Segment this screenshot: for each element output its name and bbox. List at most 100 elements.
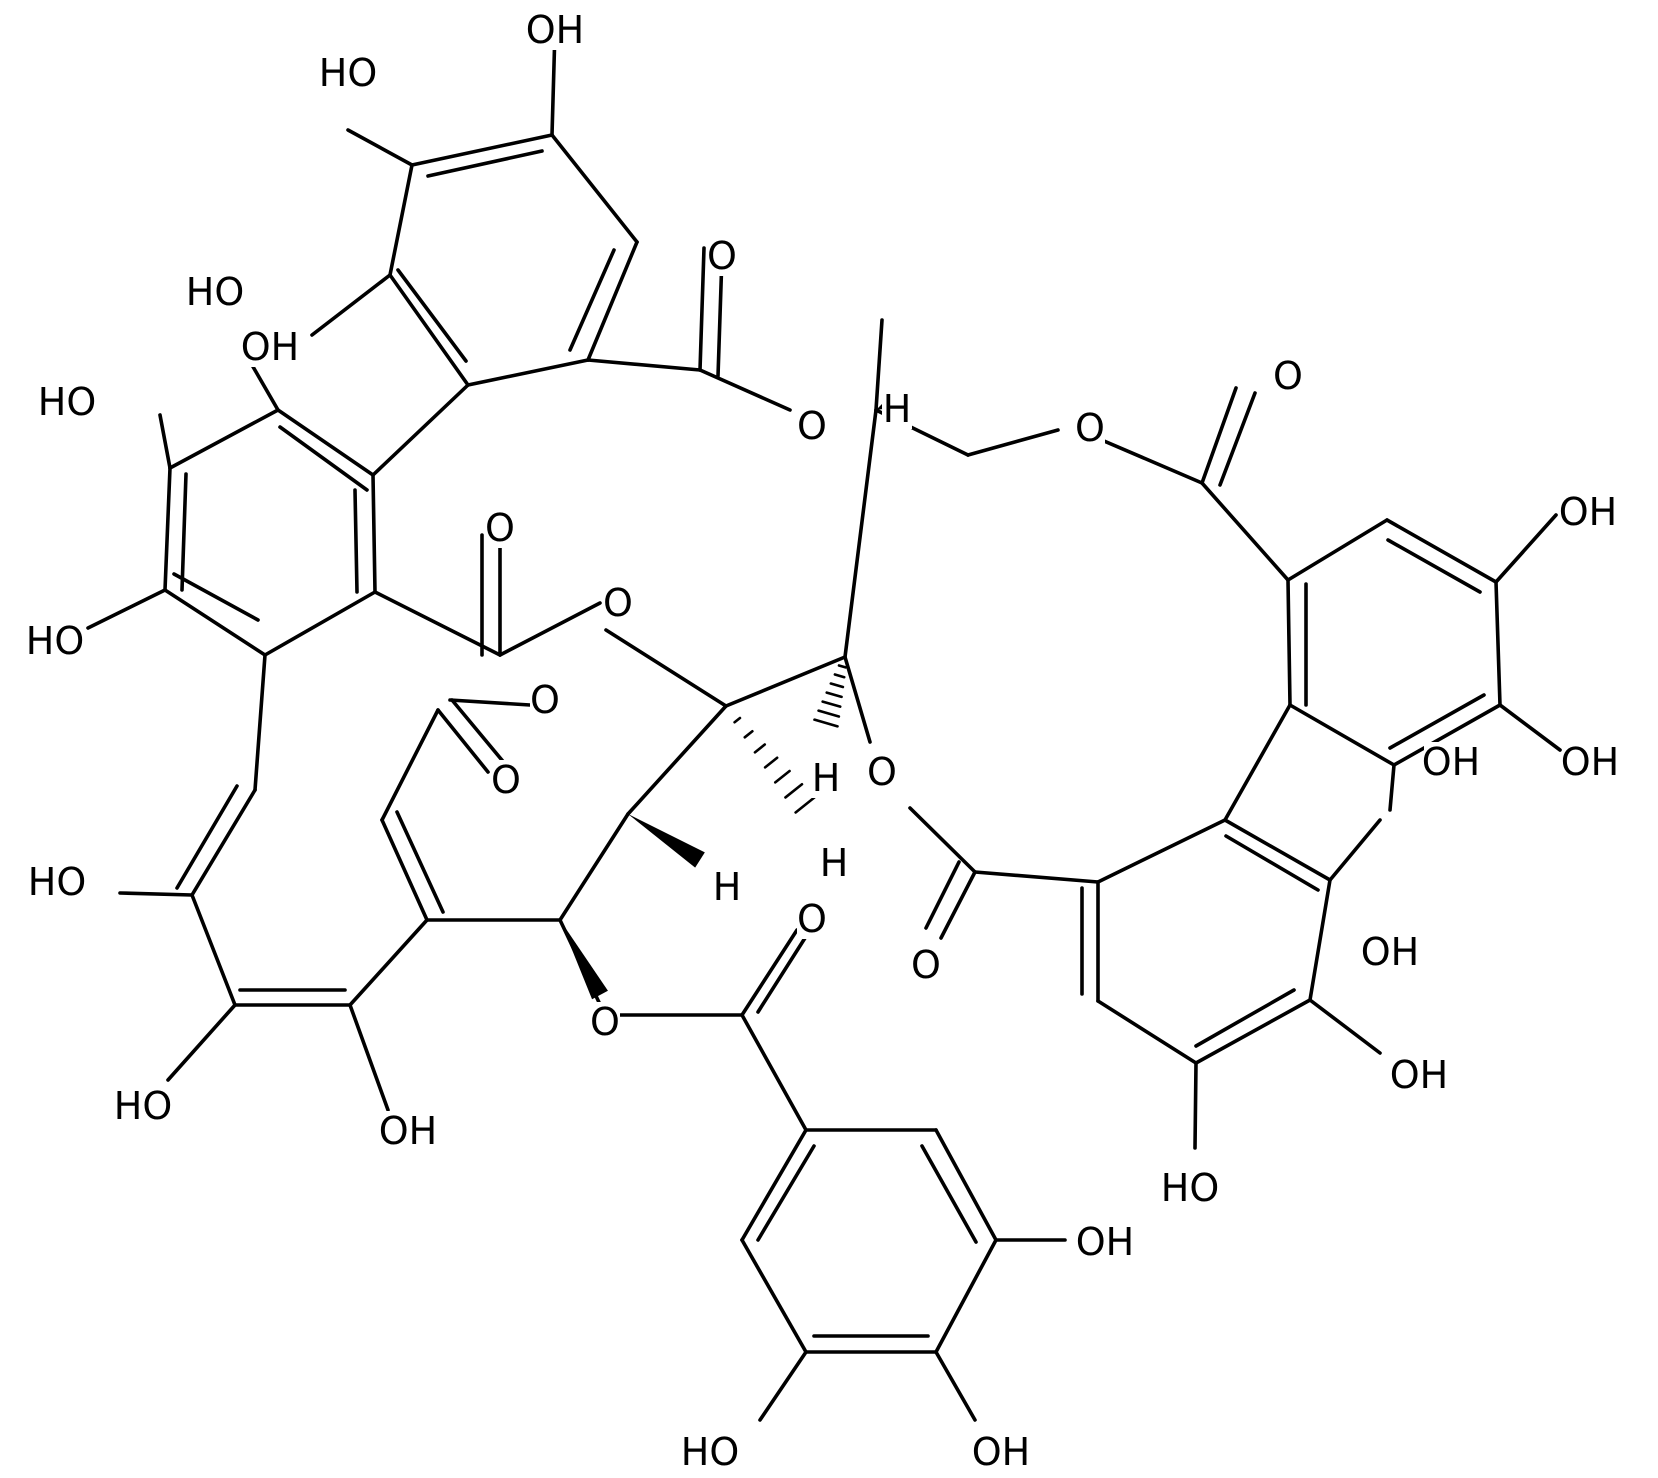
atom-label-backdrop bbox=[530, 680, 560, 720]
bond-54 bbox=[1386, 538, 1482, 594]
bond-56 bbox=[1494, 580, 1502, 707]
bond-83 bbox=[118, 891, 194, 897]
bond-31 bbox=[373, 590, 502, 657]
hydrogen-atom-2: H bbox=[811, 756, 841, 800]
bond-6 bbox=[586, 240, 639, 362]
ester-oxygen-6: O bbox=[590, 1000, 620, 1044]
hash-stroke bbox=[794, 796, 816, 814]
bond-4 bbox=[426, 149, 544, 178]
bond-61 bbox=[1286, 578, 1292, 707]
bond-80 bbox=[924, 860, 961, 930]
hydroxyl-group-8: HO bbox=[114, 1084, 172, 1128]
atom-label-text: O bbox=[603, 581, 633, 625]
atom-label-backdrop bbox=[867, 752, 897, 792]
stereo-hash-bond-1 bbox=[733, 716, 816, 814]
atom-label-backdrop bbox=[1563, 742, 1617, 782]
hash-stroke bbox=[829, 682, 845, 689]
atom-label-backdrop bbox=[485, 508, 515, 548]
bond-35 bbox=[604, 628, 728, 708]
bond-39 bbox=[380, 708, 440, 822]
bond-19 bbox=[278, 425, 369, 492]
atom-label-backdrop bbox=[1075, 408, 1105, 448]
ester-oxygen-4: O bbox=[530, 678, 560, 722]
bond-41 bbox=[626, 704, 728, 816]
bond-77 bbox=[973, 870, 1100, 884]
bond-89 bbox=[348, 918, 429, 1007]
atom-label-text: OH bbox=[1561, 740, 1619, 784]
atom-label-backdrop bbox=[1273, 356, 1303, 396]
bond-52 bbox=[1286, 518, 1389, 582]
atom-label-backdrop bbox=[590, 1002, 620, 1042]
hash-stroke bbox=[825, 691, 843, 699]
hydroxyl-group-15: OH bbox=[1561, 740, 1619, 784]
atom-label-backdrop bbox=[528, 10, 582, 50]
bond-30 bbox=[353, 488, 359, 594]
bond-15 bbox=[698, 246, 706, 372]
bond-81 bbox=[190, 788, 257, 897]
hydrogen-atom-3: H bbox=[819, 841, 849, 885]
atom-label-text: OH bbox=[1559, 490, 1617, 534]
hydroxyl-group-17: OH bbox=[1390, 1053, 1448, 1097]
bond-51 bbox=[843, 655, 872, 744]
hash-stroke bbox=[743, 729, 754, 739]
bond-20 bbox=[250, 363, 280, 412]
atom-label-text: H bbox=[820, 841, 849, 885]
atom-label-backdrop bbox=[1561, 492, 1615, 532]
bond-71 bbox=[1308, 998, 1382, 1055]
atom-label-backdrop bbox=[491, 760, 521, 800]
bond-8 bbox=[466, 358, 590, 387]
atom-label-backdrop bbox=[116, 1086, 170, 1126]
hydroxyl-group-9: OH bbox=[379, 1109, 437, 1153]
ester-oxygen-2: O bbox=[1075, 406, 1105, 450]
atom-label-backdrop bbox=[321, 53, 375, 93]
bond-66 bbox=[1224, 834, 1320, 892]
atom-label-text: OH bbox=[972, 1430, 1030, 1474]
bond-14 bbox=[586, 358, 702, 372]
bond-109 bbox=[740, 1128, 808, 1242]
bond-88 bbox=[348, 1003, 390, 1112]
carbonyl-oxygen-4: O bbox=[491, 758, 521, 802]
atom-label-text: OH bbox=[1076, 1220, 1134, 1264]
hash-stroke bbox=[753, 743, 767, 754]
bond-107 bbox=[740, 1238, 808, 1354]
carbonyl-oxygen-3: O bbox=[485, 506, 515, 550]
bond-29 bbox=[371, 473, 377, 594]
bond-78 bbox=[908, 806, 977, 874]
bond-37 bbox=[436, 708, 490, 774]
atom-label-text: O bbox=[1273, 354, 1303, 398]
bond-53 bbox=[1385, 518, 1498, 584]
atom-label-backdrop bbox=[1163, 1168, 1217, 1208]
atom-label-backdrop bbox=[882, 389, 912, 429]
atom-label-text: O bbox=[491, 758, 521, 802]
hydroxyl-group-13: OH bbox=[1559, 490, 1617, 534]
hash-stroke bbox=[813, 718, 839, 728]
hash-stroke bbox=[784, 782, 804, 799]
atom-label-text: O bbox=[707, 234, 737, 278]
hash-stroke bbox=[837, 664, 847, 669]
bond-layer bbox=[86, 28, 1562, 1422]
carbonyl-oxygen-6: O bbox=[797, 897, 827, 941]
atom-label-text: HO bbox=[26, 619, 84, 663]
atom-label-backdrop bbox=[712, 867, 742, 907]
atom-label-backdrop bbox=[811, 758, 841, 798]
bond-2 bbox=[346, 128, 414, 167]
bond-110 bbox=[756, 1144, 816, 1242]
ester-oxygen-3: O bbox=[603, 581, 633, 625]
atom-label-text: O bbox=[1075, 406, 1105, 450]
bond-5 bbox=[550, 133, 639, 244]
stereo-wedge-bond-2 bbox=[628, 814, 705, 868]
atom-label-backdrop bbox=[243, 327, 297, 367]
bond-72 bbox=[1193, 1061, 1198, 1150]
atom-label-backdrop bbox=[707, 236, 737, 276]
atom-label-text: H bbox=[883, 387, 912, 431]
bond-49 bbox=[1218, 391, 1257, 487]
atom-label-text: HO bbox=[681, 1430, 739, 1474]
bond-73 bbox=[1096, 999, 1198, 1065]
atom-label-backdrop bbox=[797, 406, 827, 446]
hydroxyl-group-12: OH bbox=[972, 1430, 1030, 1474]
hydroxyl-group-16: OH bbox=[1361, 930, 1419, 974]
bond-48 bbox=[1200, 386, 1238, 485]
bond-98 bbox=[756, 925, 814, 1014]
bond-40 bbox=[253, 653, 267, 792]
ester-oxygen-5: O bbox=[867, 750, 897, 794]
